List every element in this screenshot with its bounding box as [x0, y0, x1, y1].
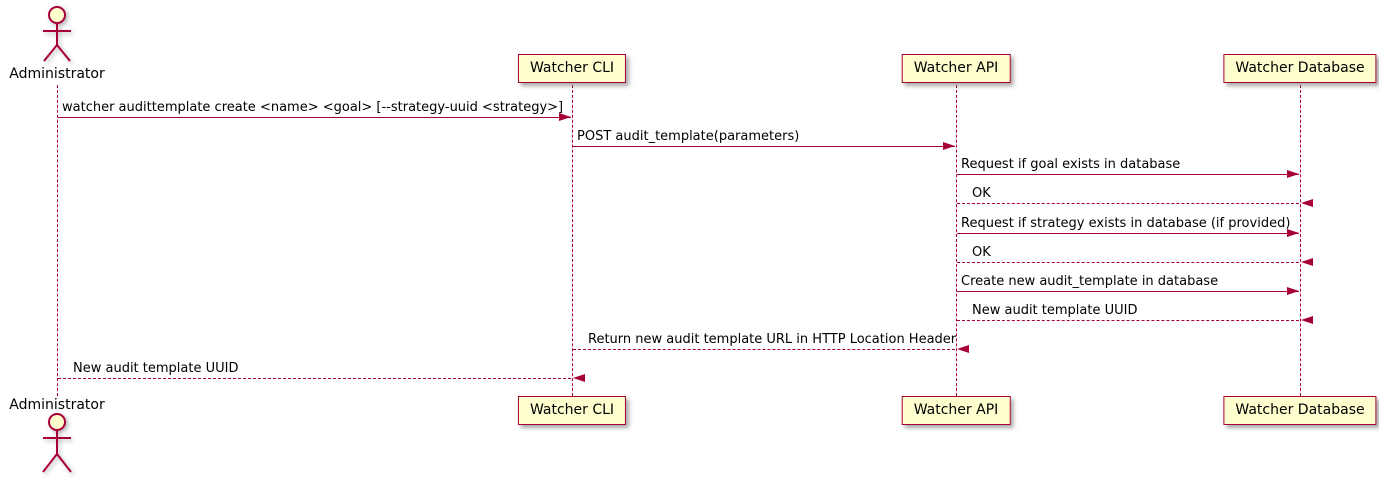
participant-box-watcher-database-bottom: Watcher Database — [1223, 396, 1377, 425]
participant-box-watcher-api-top: Watcher API — [901, 54, 1011, 83]
message-line-3 — [957, 174, 1299, 175]
actor-label-top: Administrator — [9, 66, 105, 82]
message-arrowhead-7 — [1287, 287, 1299, 295]
participant-box-watcher-cli-bottom: Watcher CLI — [517, 396, 627, 425]
message-label-7: Create new audit_template in database — [961, 274, 1219, 289]
message-label-9: Return new audit template URL in HTTP Lo… — [588, 332, 957, 347]
message-line-2 — [573, 146, 955, 147]
message-label-4: OK — [972, 186, 991, 201]
message-label-5: Request if strategy exists in database (… — [961, 216, 1291, 231]
actor-label-bottom: Administrator — [9, 397, 105, 413]
message-arrowhead-6 — [1301, 258, 1313, 266]
actor-figure-top — [43, 6, 71, 62]
message-label-2: POST audit_template(parameters) — [577, 129, 800, 144]
message-line-5 — [957, 233, 1299, 234]
message-arrowhead-3 — [1287, 170, 1299, 178]
lifeline-watcher-database — [1300, 85, 1301, 396]
participant-box-watcher-database-top: Watcher Database — [1223, 54, 1377, 83]
message-label-8: New audit template UUID — [972, 303, 1138, 318]
message-arrowhead-4 — [1301, 199, 1313, 207]
message-line-10 — [58, 378, 571, 379]
message-arrowhead-2 — [943, 142, 955, 150]
message-arrowhead-8 — [1301, 316, 1313, 324]
message-arrowhead-9 — [957, 345, 969, 353]
message-arrowhead-1 — [559, 113, 571, 121]
message-line-4 — [957, 203, 1299, 204]
lifeline-watcher-cli — [572, 85, 573, 396]
message-line-6 — [957, 262, 1299, 263]
message-arrowhead-5 — [1287, 229, 1299, 237]
message-label-6: OK — [972, 245, 991, 260]
message-line-7 — [957, 291, 1299, 292]
actor-figure-bottom — [42, 413, 72, 473]
message-arrowhead-10 — [573, 374, 585, 382]
lifeline-administrator — [57, 85, 58, 396]
message-label-1: watcher audittemplate create <name> <goa… — [62, 100, 564, 115]
participant-box-watcher-cli-top: Watcher CLI — [517, 54, 627, 83]
message-label-10: New audit template UUID — [73, 361, 239, 376]
participant-box-watcher-api-bottom: Watcher API — [901, 396, 1011, 425]
lifeline-watcher-api — [956, 85, 957, 396]
message-line-8 — [957, 320, 1299, 321]
message-label-3: Request if goal exists in database — [961, 157, 1181, 172]
message-line-1 — [58, 117, 571, 118]
message-line-9 — [573, 349, 955, 350]
